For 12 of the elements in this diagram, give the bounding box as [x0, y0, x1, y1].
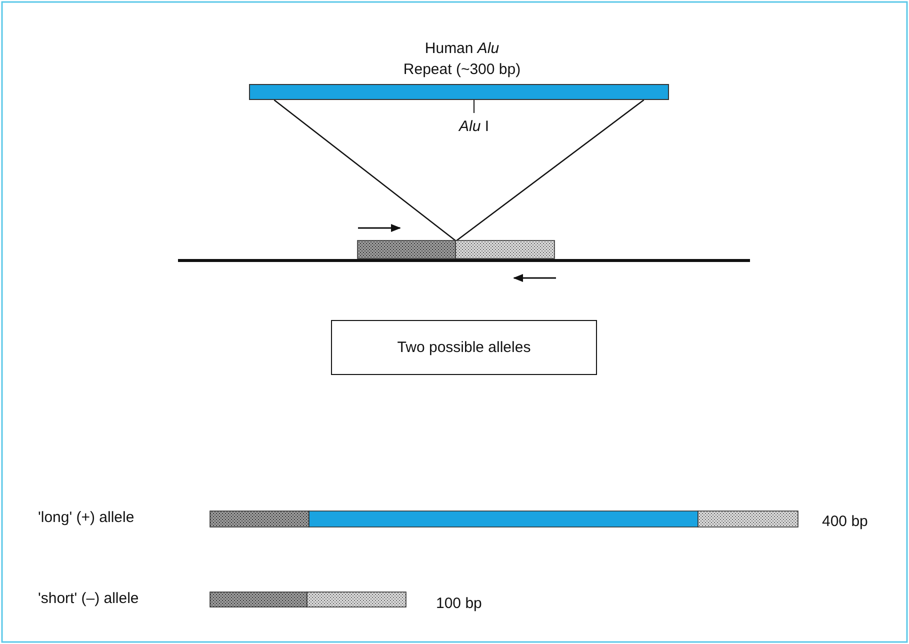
size-label: 400 bp	[822, 513, 868, 530]
insertion-line	[274, 99, 456, 242]
restriction-site-label: Alu I	[458, 118, 490, 135]
size-label: 100 bp	[436, 595, 482, 612]
flanking-region-bar	[358, 241, 556, 260]
text-box	[331, 320, 597, 375]
allele-label: 'long' (+) allele	[38, 509, 134, 526]
repeat-bar	[249, 84, 669, 100]
insertion-line	[456, 99, 644, 242]
allele-label: 'short' (–) allele	[38, 590, 139, 607]
box-text: Two possible alleles	[397, 339, 531, 356]
title: Human Alu Repeat (~300 bp)	[402, 39, 522, 80]
